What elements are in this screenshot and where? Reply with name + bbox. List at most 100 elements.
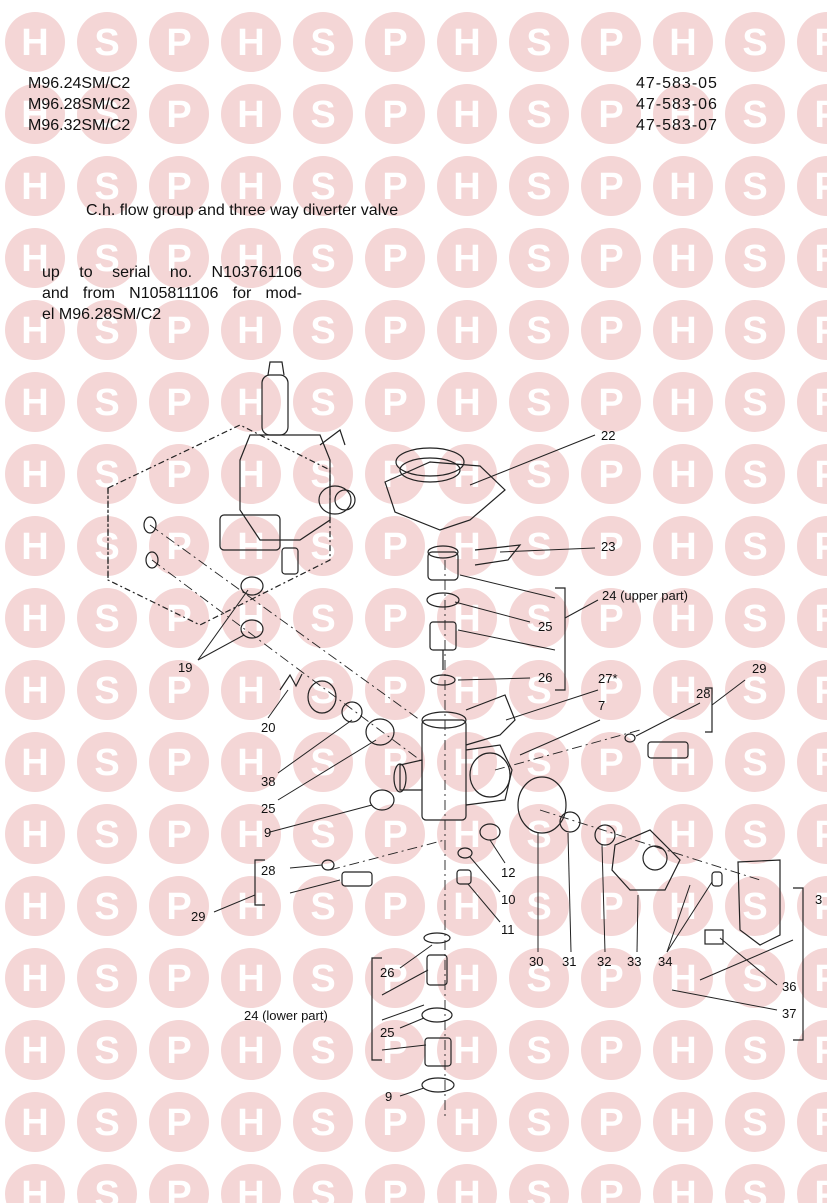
watermark-circle	[581, 948, 641, 1008]
watermark-letter: S	[526, 598, 551, 640]
diagram-title: C.h. flow group and three way diverter v…	[86, 202, 399, 219]
watermark-circle	[509, 660, 569, 720]
label-38: 38	[261, 774, 275, 789]
watermark-circle	[77, 1020, 137, 1080]
watermark-circle	[437, 732, 497, 792]
note-line: up to serial no. N103761106	[42, 264, 302, 281]
watermark-letter: H	[237, 1174, 264, 1203]
model-list: M96.24SM/C2 M96.28SM/C2 M96.32SM/C2	[28, 73, 130, 136]
watermark-circle	[5, 156, 65, 216]
watermark-circle	[725, 516, 785, 576]
watermark-circle	[797, 804, 827, 864]
watermark-letter: H	[237, 814, 264, 856]
watermark-circle	[77, 228, 137, 288]
watermark-circle	[653, 588, 713, 648]
watermark-circle	[437, 876, 497, 936]
watermark-circle	[725, 156, 785, 216]
watermark-circle	[797, 948, 827, 1008]
label-7: 7	[598, 698, 605, 713]
part-code: 47-583-05	[636, 75, 718, 92]
watermark-circle	[581, 156, 641, 216]
watermark-circle	[149, 1164, 209, 1203]
watermark-circle	[293, 12, 353, 72]
watermark-letter: P	[598, 22, 623, 64]
watermark-circle	[5, 804, 65, 864]
watermark-letter: H	[21, 94, 48, 136]
watermark-letter: S	[310, 454, 335, 496]
watermark-circle	[725, 12, 785, 72]
watermark-circle	[653, 948, 713, 1008]
watermark-circle	[509, 12, 569, 72]
label-25: 25	[261, 801, 275, 816]
watermark-letter: P	[598, 94, 623, 136]
watermark-circle	[293, 516, 353, 576]
watermark-circle	[293, 876, 353, 936]
watermark-letter: H	[453, 958, 480, 1000]
watermark-circle	[653, 732, 713, 792]
watermark-circle	[653, 444, 713, 504]
watermark-letter: P	[598, 454, 623, 496]
watermark-letter: H	[21, 454, 48, 496]
watermark-circle	[77, 300, 137, 360]
watermark-letter: S	[94, 886, 119, 928]
watermark-circle	[221, 1164, 281, 1203]
watermark-circle	[221, 588, 281, 648]
watermark-circle	[725, 1020, 785, 1080]
watermark-circle	[509, 1020, 569, 1080]
label-36: 36	[782, 979, 796, 994]
watermark-letter: P	[598, 958, 623, 1000]
watermark-letter: P	[382, 1102, 407, 1144]
watermark-circle	[797, 228, 827, 288]
watermark-letter: P	[598, 526, 623, 568]
watermark-circle	[509, 876, 569, 936]
watermark-circle	[77, 948, 137, 1008]
model-name: M96.28SM/C2	[28, 96, 131, 113]
watermark-circle	[509, 84, 569, 144]
watermark-circle	[293, 804, 353, 864]
label-29: 29	[752, 661, 766, 676]
watermark-letter: S	[742, 454, 767, 496]
watermark-letter: H	[237, 1102, 264, 1144]
watermark-circle	[5, 588, 65, 648]
watermark-letter: S	[526, 1102, 551, 1144]
watermark-letter: S	[94, 166, 119, 208]
watermark-circle	[5, 948, 65, 1008]
watermark-circle	[581, 660, 641, 720]
watermark-letter: H	[237, 454, 264, 496]
watermark-letter: H	[453, 310, 480, 352]
watermark-letter: P	[598, 1102, 623, 1144]
watermark-circle	[221, 1092, 281, 1152]
watermark-letter: P	[166, 886, 191, 928]
watermark-letter: P	[382, 382, 407, 424]
watermark-circle	[797, 1020, 827, 1080]
watermark-letter: S	[310, 1030, 335, 1072]
watermark-letter: H	[237, 526, 264, 568]
watermark-circle	[221, 804, 281, 864]
watermark-letter: S	[742, 22, 767, 64]
watermark-circle	[293, 156, 353, 216]
watermark-circle	[797, 588, 827, 648]
watermark-letter: S	[526, 958, 551, 1000]
watermark-letter: S	[310, 1102, 335, 1144]
watermark-letter: H	[21, 958, 48, 1000]
watermark-circle	[5, 444, 65, 504]
watermark-letter: S	[526, 382, 551, 424]
watermark-letter: S	[94, 22, 119, 64]
watermark-letter: H	[237, 310, 264, 352]
watermark-letter: S	[310, 526, 335, 568]
watermark-letter: P	[814, 958, 827, 1000]
watermark-letter: H	[237, 1030, 264, 1072]
watermark-letter: P	[166, 1174, 191, 1203]
watermark-circle	[221, 516, 281, 576]
watermark-letter: S	[94, 814, 119, 856]
watermark-circle	[149, 84, 209, 144]
watermark-circle	[797, 12, 827, 72]
watermark-circle	[365, 1164, 425, 1203]
watermark-circle	[5, 1164, 65, 1203]
watermark-circle	[653, 228, 713, 288]
watermark-letter: S	[742, 958, 767, 1000]
watermark-circle	[5, 84, 65, 144]
watermark-circle	[77, 12, 137, 72]
watermark-letter: S	[526, 22, 551, 64]
watermark-circle	[149, 876, 209, 936]
